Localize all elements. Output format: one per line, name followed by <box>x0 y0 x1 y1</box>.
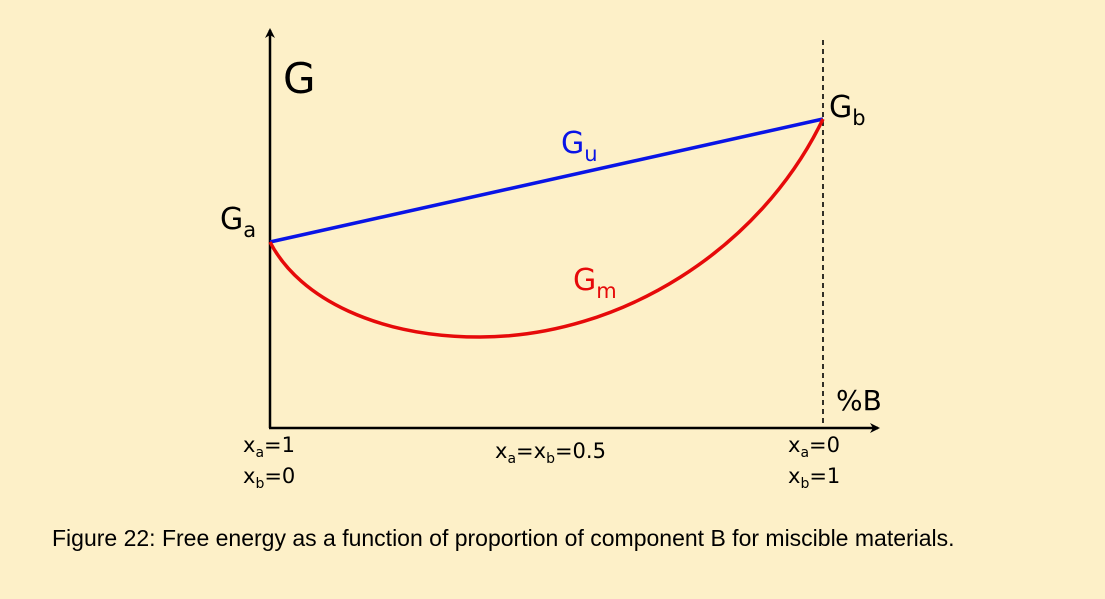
mixed-free-energy-curve <box>268 118 825 339</box>
tick-right-line1: xa=0 <box>788 433 840 461</box>
gb-label: Gb <box>829 90 866 130</box>
tick-middle: xa=xb=0.5 <box>495 439 606 467</box>
tick-left-line2: xb=0 <box>243 464 295 492</box>
y-axis-label: G <box>283 54 316 103</box>
x-axis-label: %B <box>836 384 882 417</box>
ga-label: Ga <box>220 202 256 242</box>
gu-label: Gu <box>561 126 598 166</box>
tick-right-line2: xb=1 <box>788 464 840 492</box>
figure-caption: Figure 22: Free energy as a function of … <box>52 525 955 551</box>
tick-left-line1: xa=1 <box>243 433 295 461</box>
free-energy-diagram: G %B Ga Gb Gu Gm xa=1 xb=0 xa=xb=0.5 xa=… <box>220 28 882 492</box>
gm-label: Gm <box>573 263 617 303</box>
unmixed-free-energy-line <box>269 117 824 244</box>
